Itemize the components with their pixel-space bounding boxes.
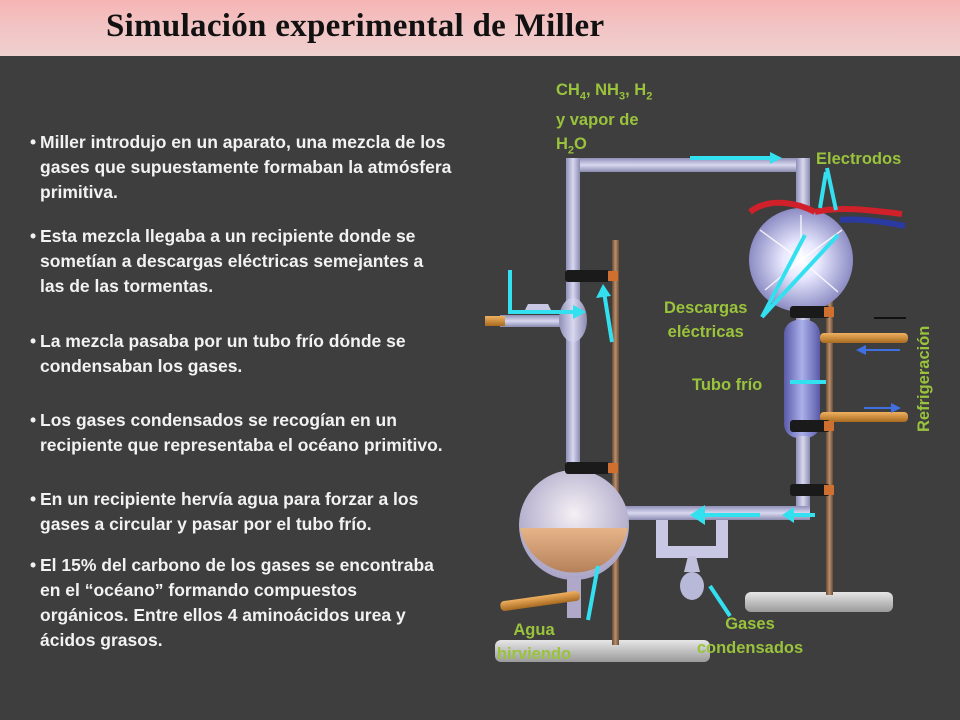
bullet-line: ácidos grasos. [40,630,163,650]
boiling-water-label-line: hirviendo [496,645,572,663]
u-trap [656,520,728,558]
cooling-hose-top [820,333,908,343]
bullet-line: orgánicos. Entre ellos 4 aminoácidos ure… [40,605,406,625]
gases-label-line: H2O [556,135,587,157]
bullet-dot: • [30,132,37,152]
discharges-label: Descargas eléctricas [664,296,747,344]
electrode-blue [839,216,906,229]
flow-arrows [508,152,840,621]
condensed-gases-label-line: condensados [696,639,804,657]
bullet-line: La mezcla pasaba por un tubo frío dónde … [40,331,406,351]
bullet-item: • En un recipiente hervía agua para forz… [30,487,550,537]
bullet-line: recipiente que representaba el océano pr… [40,435,443,455]
bullet-line: Los gases condensados se recogían en un [40,410,397,430]
slide-title: Simulación experimental de Miller [106,8,605,44]
stand-base-right [745,592,893,612]
discharges-label-line: eléctricas [667,323,744,341]
bullet-line: Miller introdujo en un aparato, una mezc… [40,132,446,152]
boiling-water-label: Agua hirviendo [484,618,584,666]
trap-bulb [559,298,587,342]
cold-tube-label: Tubo frío [692,376,763,394]
bullet-line: sometían a descargas eléctricas semejant… [40,251,424,271]
cooling-hose-bottom [820,412,908,422]
bullet-item: • Esta mezcla llegaba a un recipiente do… [30,224,550,299]
gases-label-line: y vapor de [556,111,639,130]
bullet-line: El 15% del carbono de los gases se encon… [40,555,434,575]
collection-bulb [680,572,704,600]
tube-top [566,158,810,172]
stand-base-left [495,640,710,662]
bullet-dot: • [30,226,37,246]
bullet-dot: • [30,489,37,509]
stand-rod-left [612,240,619,645]
gases-label: CH4, NH3, H2 y vapor de H2O [556,78,652,163]
bullet-line: gases a circular y pasar por el tubo frí… [40,514,372,534]
bullet-dot: • [30,555,37,575]
bullet-line: condensaban los gases. [40,356,243,376]
cold-tube-condenser [784,320,820,438]
discharges-label-line: Descargas [664,299,748,317]
refrigeration-label: Refrigeración [915,325,933,432]
bullet-line: primitiva. [40,182,118,202]
bullet-item: • Miller introdujo en un aparato, una me… [30,130,550,205]
bullet-line: En un recipiente hervía agua para forzar… [40,489,419,509]
title-bar: Simulación experimental de Miller [0,0,960,56]
bullet-dot: • [30,331,37,351]
bullet-item: • La mezcla pasaba por un tubo frío dónd… [30,329,550,379]
bullet-line: en el “océano” formando compuestos [40,580,357,600]
clamps [565,270,830,496]
bullet-dot: • [30,410,37,430]
boiling-water-label-line: Agua [513,621,555,639]
electrodes-label: Electrodos [816,150,902,168]
condensed-gases-label: Gases condensados [680,612,820,660]
condensed-gases-label-line: Gases [725,615,775,633]
bullet-item: • Los gases condensados se recogían en u… [30,408,550,458]
gases-label-line: CH4, NH3, H2 [556,81,653,103]
hose-inlet [485,316,505,326]
electrode-red [748,199,817,215]
tube-inlet [500,315,570,327]
bullet-line: las de las tormentas. [40,276,214,296]
miller-apparatus-diagram [485,152,908,662]
refrigeration-arrows [856,345,901,413]
bullet-line: gases que supuestamente formaban la atmó… [40,157,452,177]
boiling-water [520,528,628,573]
bullet-item: • El 15% del carbono de los gases se enc… [30,553,550,653]
bullet-line: Esta mezcla llegaba a un recipiente dond… [40,226,416,246]
burner-hose [500,590,580,611]
